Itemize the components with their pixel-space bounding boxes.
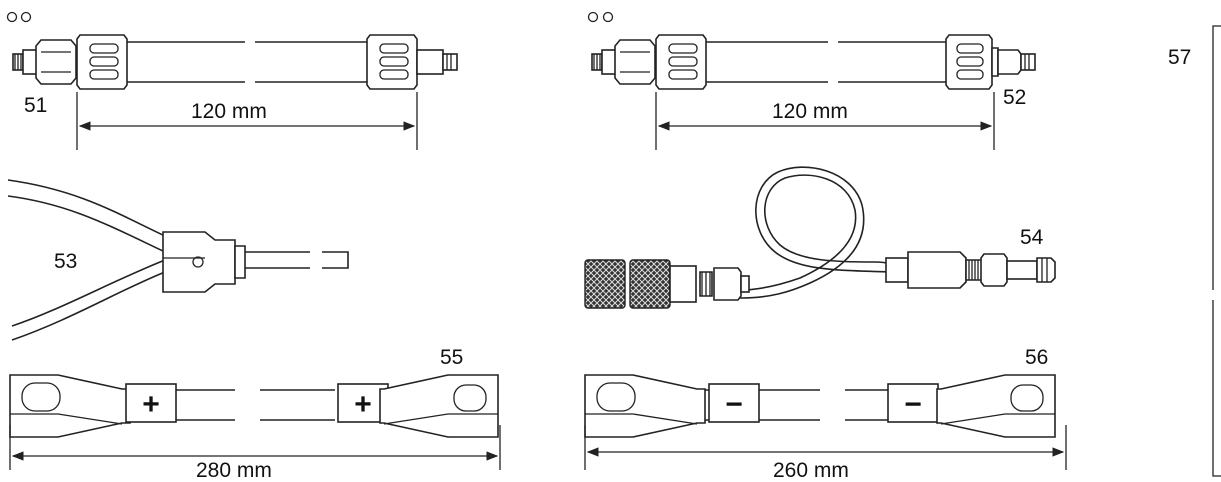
part-number-label: 57 xyxy=(1168,46,1191,69)
terminal-eye xyxy=(21,382,61,412)
positive-sign: + xyxy=(354,388,372,421)
dimension-label: 260 mm xyxy=(773,459,849,482)
part-52-hose: 120 mm 52 xyxy=(587,11,1036,150)
outlet-tube xyxy=(245,251,349,269)
knurled-collar xyxy=(629,259,671,309)
polarity-sleeve xyxy=(887,383,939,423)
hex-nut xyxy=(980,253,1008,287)
hex-nut xyxy=(614,39,656,85)
terminal-eye xyxy=(596,382,636,412)
o-ring-icon xyxy=(20,11,32,23)
part-53-y-connector: 53 xyxy=(7,179,349,341)
part-number-label: 51 xyxy=(24,94,47,117)
ring-terminal xyxy=(9,374,131,438)
group-bracket xyxy=(1212,25,1221,477)
sleeve-left xyxy=(655,34,707,90)
sleeve-right xyxy=(366,34,418,90)
gauge-valve-body xyxy=(907,251,967,289)
ring-terminal xyxy=(936,374,1056,438)
o-ring-icon xyxy=(6,11,18,23)
part-57-bracket: 57 xyxy=(1168,25,1221,477)
part-number-label: 53 xyxy=(54,250,77,273)
hose-tube xyxy=(706,41,946,83)
plug-tip xyxy=(1036,257,1056,283)
terminal-eye xyxy=(453,384,487,412)
negative-sign: − xyxy=(904,388,922,421)
hose-tube xyxy=(127,41,367,83)
part-number-label: 54 xyxy=(1020,226,1044,249)
negative-sign: − xyxy=(725,388,743,421)
part-51-hose: 120 mm 51 xyxy=(6,11,458,150)
part-56-negative-cable: − − 260 mm 56 xyxy=(584,346,1067,482)
dimension-label: 280 mm xyxy=(196,459,272,482)
hex-adapter xyxy=(997,49,1022,75)
part-number-label: 52 xyxy=(1003,86,1026,109)
plug-tip xyxy=(1020,53,1036,71)
polarity-sleeve xyxy=(125,383,177,423)
terminal-eye xyxy=(1010,384,1044,412)
plug-body xyxy=(416,49,444,75)
sleeve-left xyxy=(76,34,128,90)
hex-nut xyxy=(35,39,77,85)
knurled-collar xyxy=(584,259,626,309)
part-55-positive-cable: + + 280 mm 55 xyxy=(9,346,501,482)
part-number-label: 56 xyxy=(1025,346,1048,369)
dimension-label: 120 mm xyxy=(772,100,848,123)
fitting-screw xyxy=(192,256,204,268)
dimension-extension-lines xyxy=(9,425,501,470)
polarity-sleeve xyxy=(708,383,760,423)
part-54-gauge-hose: 54 xyxy=(584,166,1056,309)
dimension-extension-lines xyxy=(584,425,1067,470)
plug-tip xyxy=(442,53,458,71)
hex-fitting xyxy=(713,267,742,301)
sleeve-right xyxy=(945,34,993,90)
o-ring-icon xyxy=(602,11,614,23)
y-fitting-body xyxy=(162,231,236,293)
part-number-label: 55 xyxy=(440,346,463,369)
dimension-extension-lines xyxy=(655,92,995,150)
positive-sign: + xyxy=(142,388,160,421)
ring-terminal xyxy=(584,374,706,438)
dimension-extension-lines xyxy=(76,92,418,150)
o-ring-icon xyxy=(587,11,599,23)
dimension-label: 120 mm xyxy=(191,100,267,123)
ring-terminal xyxy=(379,374,499,438)
